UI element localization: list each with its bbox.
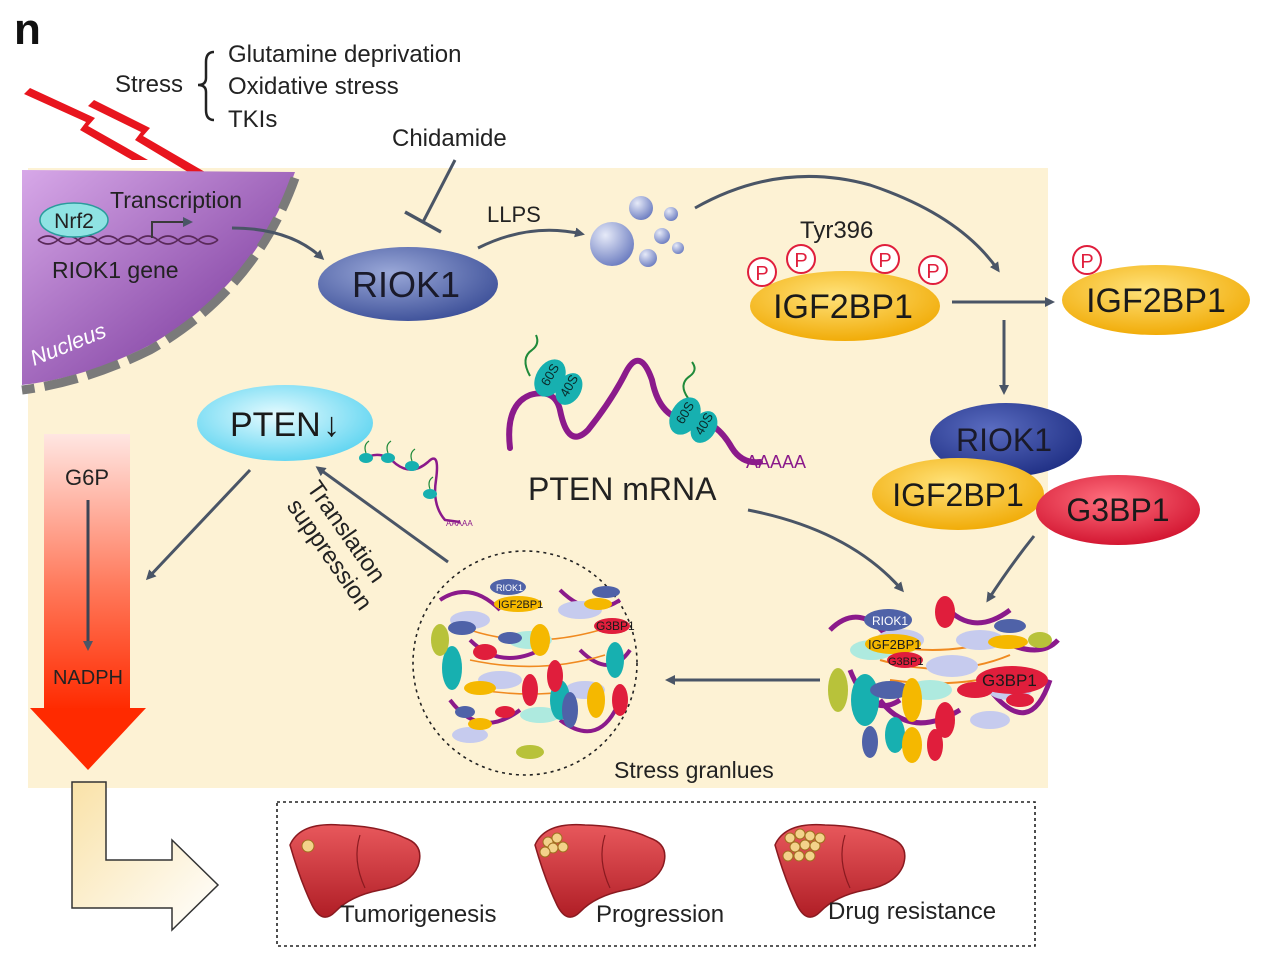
stress-granule-left	[431, 579, 632, 759]
riok1-protein	[318, 247, 498, 321]
outcome-tumorigenesis: Tumorigenesis	[340, 901, 497, 928]
arrow-pten-to-g6p	[145, 468, 252, 581]
phospho-single: P	[1080, 251, 1093, 273]
phospho-group-left	[747, 244, 948, 287]
phospho-2: P	[794, 250, 807, 272]
granule-right-igf2bp1: IGF2BP1	[868, 637, 921, 652]
granule-right-g3bp1-a: G3BP1	[982, 671, 1037, 690]
pten-down-arrow: ↓	[323, 406, 340, 444]
arrow-gene-to-riok1	[231, 226, 325, 261]
stress-item-tkis: TKIs	[228, 106, 277, 133]
granule-left-igf2bp1: IGF2BP1	[498, 599, 543, 611]
polya-tail-small: AAAAA	[446, 519, 473, 528]
phospho-3: P	[878, 250, 891, 272]
drug-label: Chidamide	[392, 125, 507, 152]
nadph-label: NADPH	[53, 667, 123, 689]
igf2bp1-label-left: IGF2BP1	[773, 288, 913, 326]
stress-item-glutamine: Glutamine deprivation	[228, 41, 461, 68]
inhibition-bar	[404, 210, 442, 234]
nrf2-label: Nrf2	[54, 210, 94, 233]
llps-label: LLPS	[487, 202, 541, 227]
granule-left-g3bp1: G3BP1	[596, 619, 635, 633]
phospho-single-circle	[1072, 245, 1102, 275]
stress-item-oxidative: Oxidative stress	[228, 73, 399, 100]
pten-protein	[197, 385, 373, 461]
llps-droplets	[590, 196, 684, 267]
arrow-complex-to-granule	[986, 535, 1036, 603]
stress-bracket	[197, 50, 215, 122]
ribosome-2	[669, 361, 718, 443]
arrow-mrna-to-granule	[747, 508, 904, 593]
outcome-progression: Progression	[596, 901, 724, 928]
liver-tumorigenesis	[289, 823, 421, 918]
liver-drug-resistance	[774, 823, 906, 918]
tyr396-label: Tyr396	[800, 217, 873, 244]
phospho-1: P	[755, 263, 768, 285]
pten-mrna-label: PTEN mRNA	[528, 471, 717, 507]
outcome-arrow	[71, 781, 220, 932]
complex-riok1-label: RIOK1	[956, 422, 1052, 458]
outcome-drug-resistance: Drug resistance	[828, 898, 996, 925]
complex-igf2bp1-label: IGF2BP1	[892, 477, 1024, 513]
arrow-droplets-to-igf2bp1	[694, 174, 1000, 273]
nrf2-ellipse	[39, 202, 109, 238]
transcription-start-arrow	[151, 217, 193, 238]
inhibition-line	[421, 159, 457, 223]
igf2bp1-label-right: IGF2BP1	[1086, 282, 1226, 320]
panel-label: n	[14, 5, 41, 54]
ribosome-1	[524, 334, 583, 405]
complex-g3bp1-label: G3BP1	[1066, 492, 1169, 528]
granule-right-g3bp1-b: G3BP1	[888, 656, 923, 668]
transcription-label: Transcription	[110, 187, 242, 213]
stress-granules-label: Stress granlues	[614, 757, 774, 783]
phospho-4: P	[926, 261, 939, 283]
stress-granule-right	[828, 596, 1060, 763]
g6p-label: G6P	[65, 465, 109, 490]
igf2bp1-phospho-single	[1062, 265, 1250, 335]
granule-right-riok1: RIOK1	[872, 614, 908, 628]
granule-left-riok1: RIOK1	[496, 583, 523, 593]
igf2bp1-phospho-multi	[750, 271, 940, 341]
arrow-llps	[477, 227, 585, 250]
arrow-granule-to-pten	[315, 466, 449, 564]
riok1-gene-label: RIOK1 gene	[52, 257, 179, 283]
pten-label: PTEN	[230, 406, 321, 444]
stress-label: Stress	[115, 71, 183, 98]
protein-complex	[872, 403, 1200, 545]
stress-bolts	[24, 88, 205, 172]
riok1-label: RIOK1	[352, 264, 460, 305]
liver-progression	[534, 823, 666, 918]
polya-tail: AAAAA	[746, 452, 806, 472]
stress-granule-boundary	[412, 550, 638, 776]
small-mrna	[359, 440, 461, 524]
